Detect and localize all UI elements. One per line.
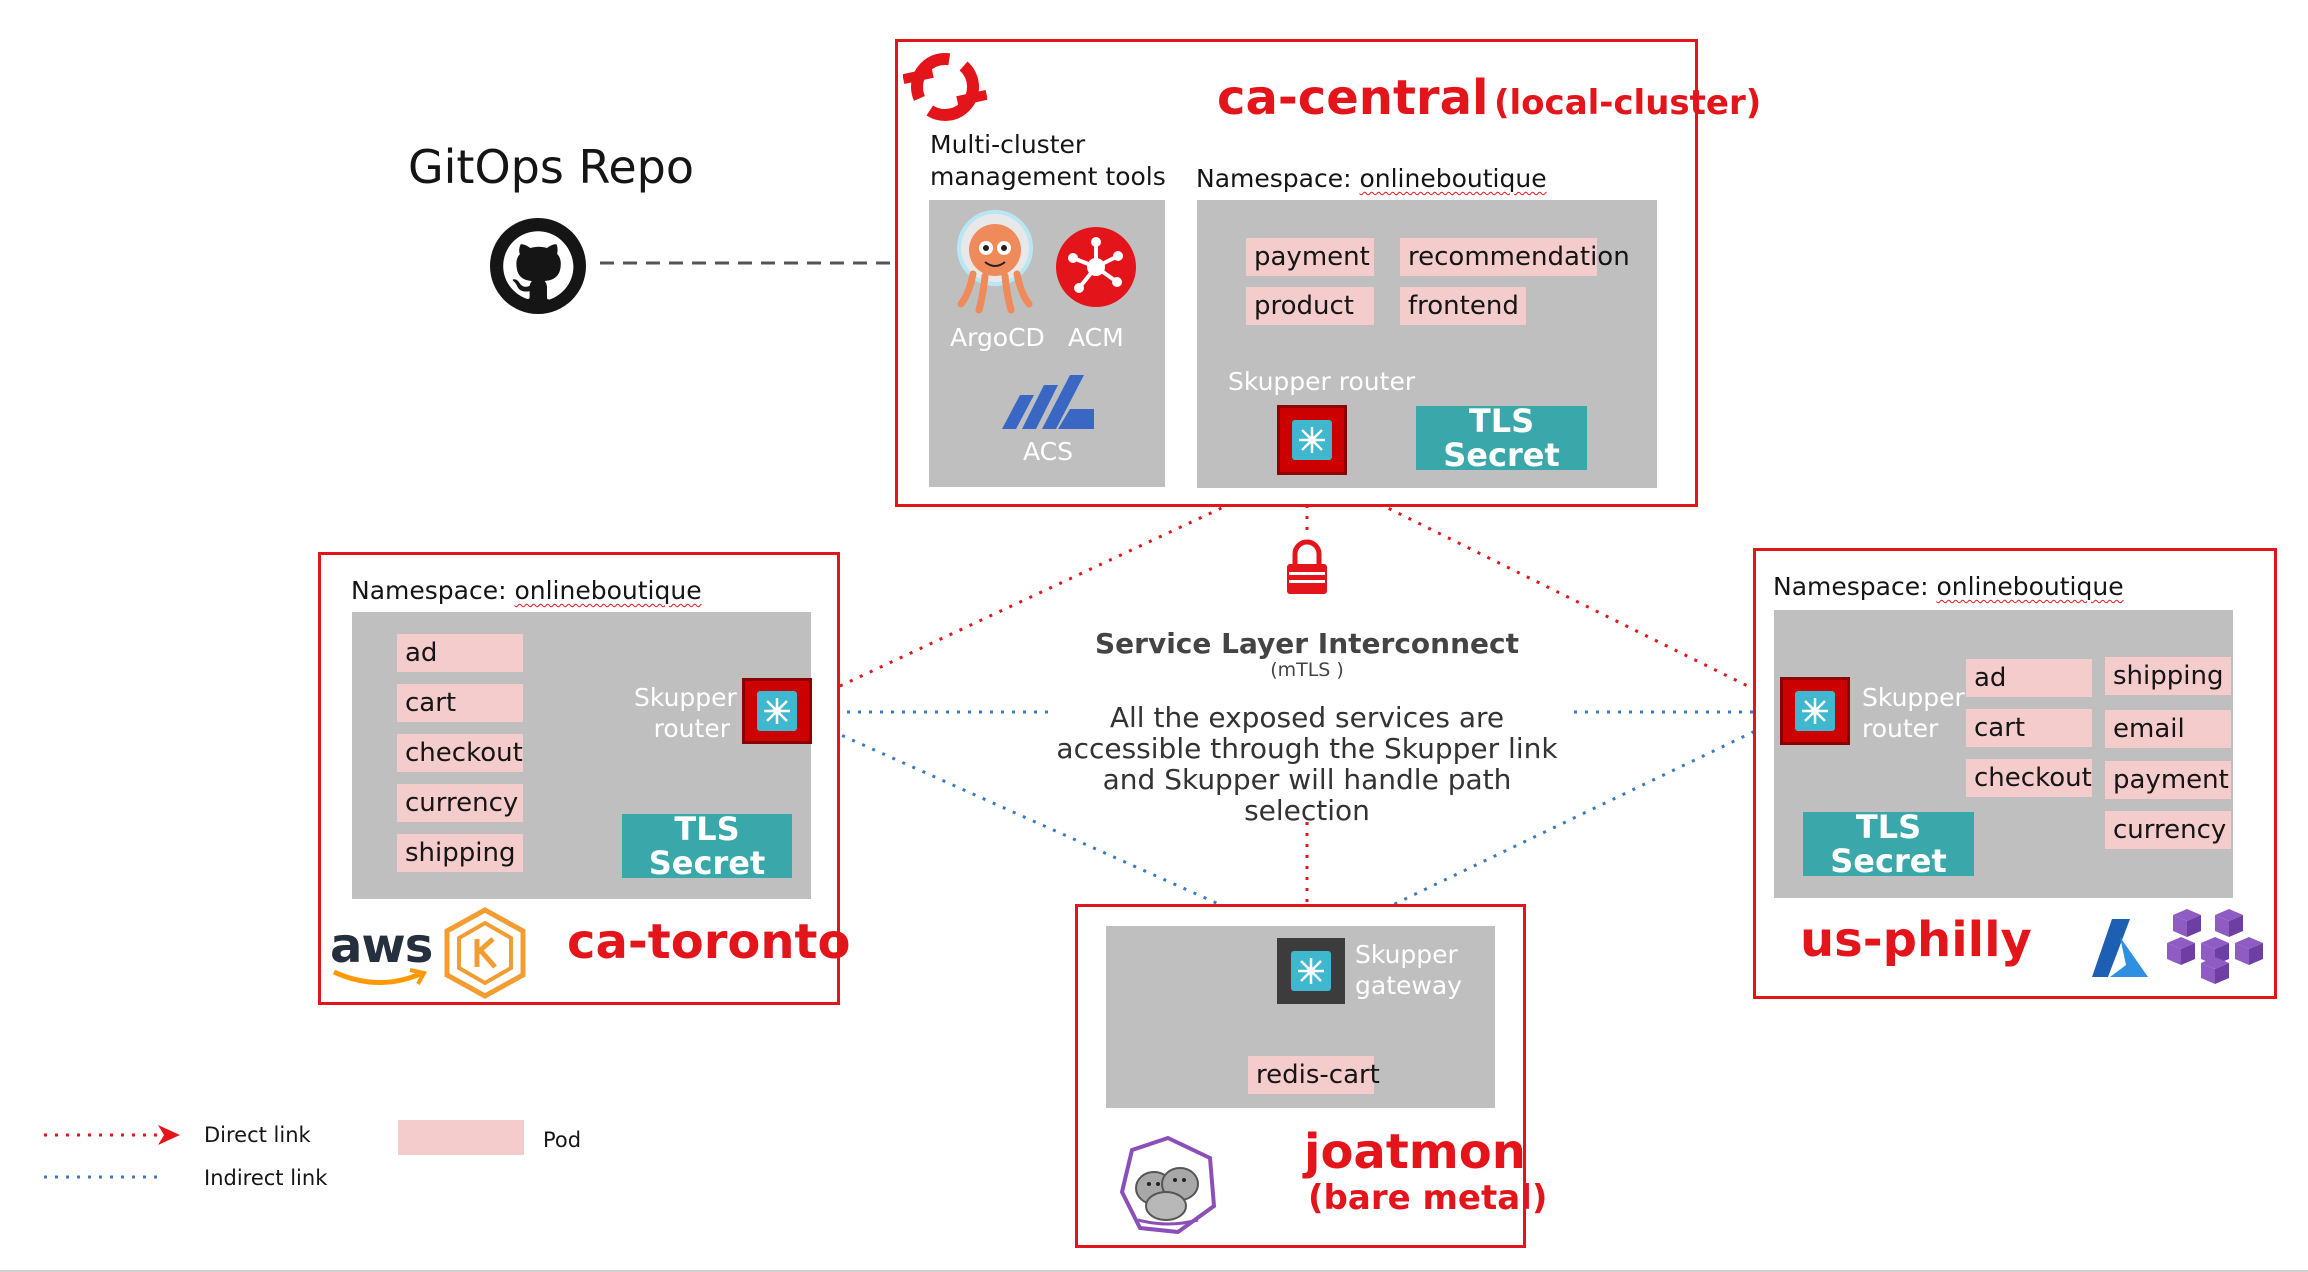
cluster-name: ca-central	[1217, 70, 1489, 126]
acm-icon[interactable]	[1055, 226, 1137, 312]
router-line1: Skupper	[1862, 683, 1965, 712]
pod[interactable]: payment	[2105, 761, 2231, 799]
interconnect-description: All the exposed services are accessible …	[1056, 702, 1557, 826]
pod[interactable]: shipping	[397, 834, 523, 872]
tls-line2: Secret	[1830, 842, 1947, 880]
cluster-suffix-joatmon: (bare metal)	[1308, 1178, 1548, 1218]
skupper-router-label-us-philly: Skupper router	[1862, 682, 1965, 744]
legend-pod-label: Pod	[543, 1128, 582, 1152]
desc-line: and Skupper will handle path	[1102, 763, 1512, 796]
pod[interactable]: payment	[1246, 238, 1374, 276]
legend-pod-swatch	[398, 1120, 524, 1155]
tool-acs-label: ACS	[1023, 437, 1073, 466]
gitops-title: GitOps Repo	[408, 140, 694, 194]
tls-secret-ca-central[interactable]: TLS Secret	[1416, 402, 1587, 474]
skupper-router-label-ca-central: Skupper router	[1228, 367, 1416, 396]
desc-line: All the exposed services are	[1109, 701, 1505, 734]
mgmt-title-line1: Multi-cluster	[930, 130, 1086, 159]
interconnect-title: Service Layer Interconnect	[1094, 627, 1520, 660]
aws-logo-text: aws	[330, 918, 433, 974]
direct-link-toronto	[809, 468, 1304, 702]
tls-line1: TLS	[674, 810, 740, 848]
pod[interactable]: shipping	[2105, 657, 2231, 695]
desc-line: selection	[1244, 794, 1370, 827]
pod[interactable]: product	[1246, 287, 1374, 325]
argocd-icon[interactable]	[955, 210, 1035, 318]
podman-icon	[1118, 1135, 1218, 1238]
skupper-gateway-icon[interactable]	[1277, 938, 1345, 1004]
namespace-label-us-philly: Namespace: onlineboutique	[1773, 572, 2124, 601]
router-line2: router	[653, 714, 730, 743]
cluster-name-ca-toronto: ca-toronto	[567, 914, 851, 970]
pod[interactable]: checkout	[397, 734, 523, 772]
aks-icon	[2163, 907, 2267, 989]
aws-smile-icon	[332, 968, 428, 985]
pod[interactable]: currency	[2105, 811, 2231, 849]
legend-lines	[44, 1125, 180, 1179]
namespace-label-ca-central: Namespace: onlineboutique	[1196, 164, 1547, 193]
tls-line2: Secret	[648, 844, 766, 882]
pod[interactable]: recommendation	[1400, 238, 1630, 276]
tls-secret-us-philly[interactable]: TLS Secret	[1803, 808, 1974, 880]
azure-icon	[2090, 917, 2150, 983]
aws-logo: aws	[330, 918, 433, 985]
tls-secret-ca-toronto[interactable]: TLS Secret	[622, 810, 792, 882]
pod[interactable]: redis-cart	[1248, 1056, 1380, 1094]
cluster-suffix: (local-cluster)	[1493, 83, 1762, 123]
namespace-value: onlineboutique	[514, 576, 702, 605]
pod[interactable]: currency	[397, 784, 523, 822]
skupper-router-label-ca-toronto: Skupper router	[634, 682, 737, 744]
openshift-logo-icon	[902, 45, 988, 129]
pod[interactable]: checkout	[1966, 759, 2092, 797]
namespace-value: onlineboutique	[1936, 572, 2124, 601]
desc-line: accessible through the Skupper link	[1056, 732, 1558, 765]
pod[interactable]: ad	[1966, 659, 2092, 697]
pod[interactable]: email	[2105, 710, 2231, 748]
skupper-router-icon[interactable]	[742, 678, 812, 744]
router-line2: router	[1862, 714, 1939, 743]
eks-icon	[443, 907, 527, 1003]
pod[interactable]: cart	[1966, 709, 2092, 747]
skupper-gateway-label: Skupper gateway	[1355, 939, 1462, 1001]
namespace-prefix: Namespace:	[1773, 572, 1937, 601]
tls-line2: Secret	[1443, 436, 1560, 474]
pod[interactable]: cart	[397, 684, 523, 722]
cluster-name-joatmon: joatmon	[1304, 1124, 1526, 1180]
gateway-line1: Skupper	[1355, 940, 1458, 969]
tls-line1: TLS	[1468, 402, 1535, 440]
tool-argocd-label: ArgoCD	[950, 323, 1045, 352]
pod[interactable]: frontend	[1400, 287, 1526, 325]
github-icon[interactable]	[490, 218, 586, 318]
skupper-router-icon[interactable]	[1277, 405, 1347, 475]
skupper-router-icon[interactable]	[1780, 677, 1850, 745]
tool-acm-label: ACM	[1068, 323, 1124, 352]
pod[interactable]: ad	[397, 634, 523, 672]
mgmt-title-line2: management tools	[930, 162, 1166, 191]
acs-icon[interactable]	[1000, 373, 1096, 435]
cluster-title-ca-central: ca-central (local-cluster)	[1217, 70, 1761, 126]
gateway-line2: gateway	[1355, 971, 1462, 1000]
bottom-divider	[0, 1270, 2308, 1272]
namespace-prefix: Namespace:	[351, 576, 515, 605]
tls-line1: TLS	[1855, 808, 1922, 846]
cluster-name-us-philly: us-philly	[1800, 912, 2032, 968]
namespace-prefix: Namespace:	[1196, 164, 1360, 193]
legend-direct-label: Direct link	[204, 1123, 311, 1147]
namespace-value: onlineboutique	[1359, 164, 1547, 193]
interconnect-subtitle: (mTLS )	[1270, 659, 1344, 681]
legend-indirect-label: Indirect link	[204, 1166, 328, 1190]
lock-icon	[1284, 538, 1330, 600]
router-line1: Skupper	[634, 683, 737, 712]
namespace-label-ca-toronto: Namespace: onlineboutique	[351, 576, 702, 605]
